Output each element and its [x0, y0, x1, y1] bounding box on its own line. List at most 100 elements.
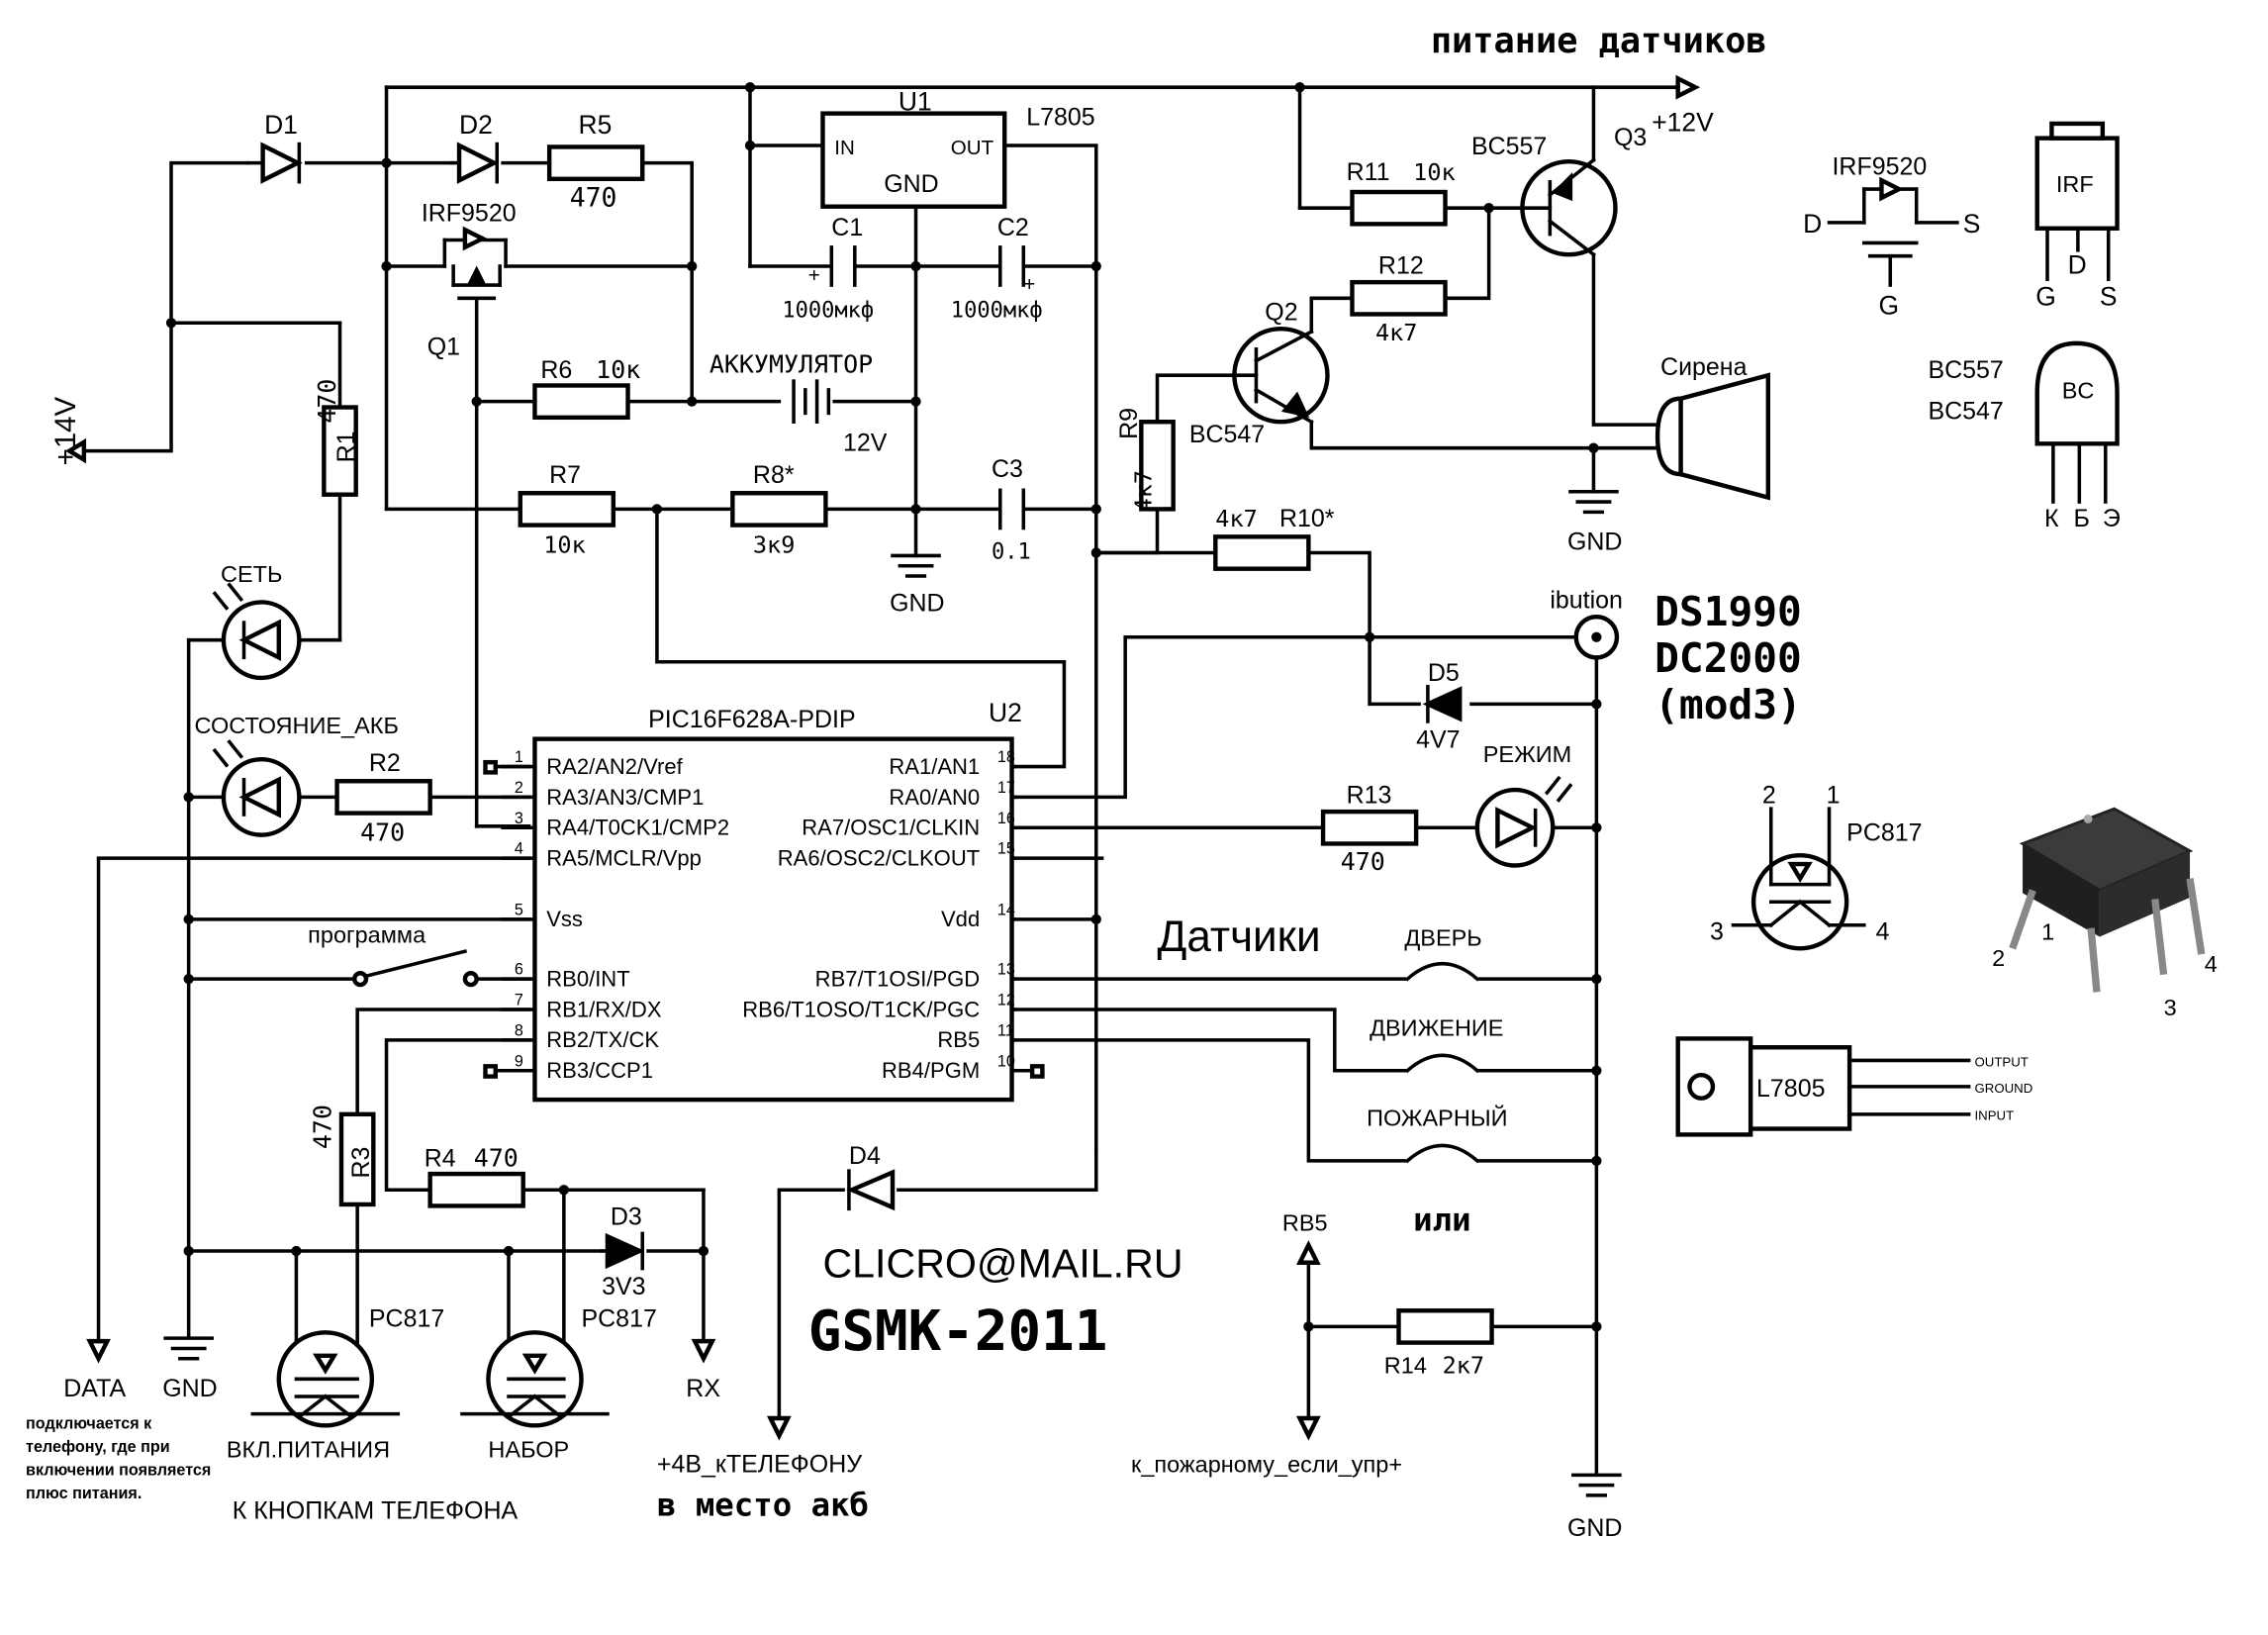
capacitor-c2 [998, 245, 1026, 287]
label-q2: Q2 [1265, 298, 1297, 326]
ground-symbol-left [163, 1336, 214, 1361]
resistor-r5 [546, 144, 645, 181]
diode-d1 [246, 142, 303, 184]
label-d3: D3 [611, 1203, 642, 1231]
note-line-1: подключается к [26, 1414, 152, 1432]
legend-bc-k: К [2044, 505, 2059, 532]
label-gnd-c3: GND [890, 589, 944, 617]
legend-bc547: BC547 [1928, 397, 2003, 425]
led-mode [1474, 775, 1573, 868]
label-pc817-dial: PC817 [581, 1304, 656, 1332]
mcu-pin-name-2: RA3/AN3/CMP1 [546, 785, 704, 810]
mcu-pin-num-16: 16 [997, 810, 1015, 827]
label-u1-out: OUT [951, 137, 994, 159]
mcu-pin-name-10: RB4/PGM [882, 1058, 980, 1083]
resistor-r12 [1350, 279, 1448, 317]
regulator-u1 [820, 111, 1007, 209]
mcu-pin-num-7: 7 [515, 992, 523, 1010]
label-mcu-ref: U2 [989, 698, 1022, 727]
legend-pin-3: 3 [1710, 917, 1724, 945]
legend-bc-b: Б [2073, 505, 2089, 532]
legend-bc: BC [2062, 378, 2095, 404]
mcu-pin-name-5: Vss [546, 907, 583, 931]
label-email: CLICRO@MAIL.RU [822, 1240, 1182, 1286]
ground-symbol-siren [1568, 490, 1619, 515]
legend-pin-2: 2 [1762, 781, 1776, 809]
label-siren: Сирена [1660, 353, 1748, 381]
resistor-r3 [338, 1111, 376, 1207]
label-r7: R7 [549, 461, 581, 489]
legend-bc-e: Э [2103, 505, 2121, 532]
junction-dots [165, 82, 1602, 1332]
label-plus14v: +14V [49, 396, 82, 465]
label-q3: Q3 [1614, 124, 1647, 151]
resistor-r2 [334, 779, 432, 816]
label-d5: D5 [1428, 659, 1460, 687]
label-plus4v: +4В_кТЕЛЕФОНУ [657, 1450, 862, 1478]
label-led-akb: СОСТОЯНИЕ_АКБ [195, 713, 399, 738]
label-r5: R5 [579, 110, 613, 140]
capacitor-c3 [998, 488, 1026, 530]
terminal-arrows [64, 74, 1701, 1441]
mcu-pin-name-18: RA1/AN1 [889, 754, 980, 779]
label-q2-part: BC547 [1189, 421, 1265, 448]
led-set [212, 582, 302, 681]
legend-bc-package [2034, 340, 2120, 504]
value-r3: 470 [309, 1105, 337, 1149]
mcu-pin-name-17: RA0/AN0 [889, 785, 980, 810]
value-r13: 470 [1341, 847, 1385, 876]
label-phone-buttons: К КНОПКАМ ТЕЛЕФОНА [233, 1496, 519, 1524]
value-r4: 470 [474, 1144, 519, 1173]
value-r2: 470 [360, 818, 405, 847]
legend-pc817-package [2009, 807, 2206, 993]
legend-irf-pin-g: G [2035, 282, 2056, 312]
resistor-r4 [427, 1171, 525, 1208]
label-u1-in: IN [834, 137, 855, 159]
zener-d5 [1422, 684, 1463, 723]
label-r9: R9 [1115, 408, 1143, 439]
mcu-pin-num-6: 6 [515, 961, 523, 979]
sensor-motion-contact [1404, 1053, 1480, 1074]
value-d5: 4V7 [1416, 725, 1460, 753]
resistor-r14 [1396, 1308, 1494, 1345]
value-r12: 4к7 [1375, 319, 1417, 346]
diode-d2 [449, 142, 500, 184]
legend-irf-g: G [1879, 290, 1900, 320]
label-ibutton: ibution [1550, 586, 1623, 614]
value-r6: 10к [596, 355, 640, 384]
mcu-pin-num-18: 18 [997, 748, 1015, 766]
label-dial-button: НАБОР [488, 1437, 569, 1463]
mcu-pin-num-1: 1 [515, 748, 523, 766]
label-c1: C1 [831, 214, 863, 241]
mcu-pin-name-3: RA4/T0CK1/CMP2 [546, 816, 729, 840]
siren [1654, 372, 1771, 501]
mcu-pin-name-16: RA7/OSC1/CLKIN [802, 816, 980, 840]
label-c2: C2 [997, 214, 1029, 241]
label-u1-gnd: GND [884, 170, 939, 198]
legend-irf-pin-d: D [2068, 249, 2087, 279]
label-ds1990: DS1990 [1654, 588, 1802, 635]
label-r13: R13 [1347, 781, 1392, 809]
resistor-r9 [1139, 420, 1176, 512]
optocoupler-dial [460, 1330, 610, 1428]
legend-bc557: BC557 [1928, 356, 2003, 384]
label-fire-note: к_пожарному_если_упр+ [1131, 1451, 1402, 1477]
legend-pc817: PC817 [1846, 819, 1922, 847]
label-q3-part: BC557 [1471, 133, 1547, 160]
label-led-set: СЕТЬ [221, 561, 282, 587]
mosfet-q1 [442, 226, 508, 301]
mcu-pin-name-7: RB1/RX/DX [546, 997, 662, 1021]
resistor-r8 [730, 491, 828, 528]
c2-plus: + [1023, 273, 1035, 296]
value-r5: 470 [570, 183, 617, 214]
sensor-door-contact [1404, 961, 1480, 982]
value-r9: 4к7 [1130, 470, 1158, 512]
label-q1-part: IRF9520 [422, 199, 517, 227]
mcu-pin-name-11: RB5 [937, 1027, 980, 1052]
mcu-pin-num-2: 2 [515, 779, 523, 797]
value-r14: 2к7 [1443, 1351, 1484, 1379]
legend-pin-4: 4 [1876, 917, 1890, 945]
value-c2: 1000мкф [951, 298, 1043, 323]
value-r11: 10к [1413, 158, 1455, 186]
mcu-pin-num-12: 12 [997, 992, 1015, 1010]
